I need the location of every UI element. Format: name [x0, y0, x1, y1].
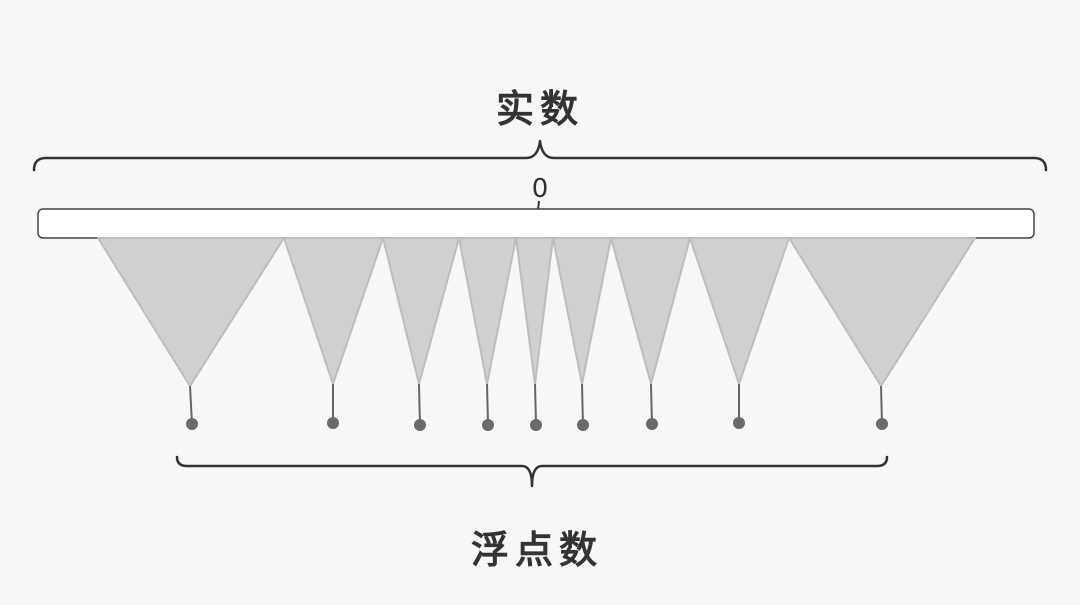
real-numbers-brace [32, 139, 1048, 172]
rounding-funnels [97, 237, 976, 431]
rounding-funnel-8 [689, 237, 790, 385]
float-point-9 [876, 418, 888, 430]
float-point-7 [646, 418, 658, 430]
rounding-funnel-6 [552, 237, 612, 385]
floating-point-numbers-label: 浮点数 [471, 528, 603, 572]
rounding-funnel-5 [515, 237, 554, 385]
funnel-stem-9 [880, 385, 883, 425]
float-point-6 [577, 419, 589, 431]
float-point-4 [482, 419, 494, 431]
rounding-funnel-1 [97, 237, 285, 387]
float-point-8 [733, 417, 745, 429]
real-number-line [37, 208, 1035, 239]
funnel-stem-4 [486, 383, 489, 426]
funnel-stem-1 [189, 385, 193, 425]
rounding-funnel-4 [458, 237, 517, 385]
rounding-funnel-2 [283, 237, 384, 385]
funnel-stem-5 [534, 383, 537, 426]
rounding-funnel-3 [382, 237, 460, 385]
float-point-3 [414, 419, 426, 431]
funnel-stem-7 [650, 383, 653, 425]
float-point-5 [530, 419, 542, 431]
rounding-funnel-7 [610, 237, 691, 385]
float-point-2 [327, 417, 339, 429]
real-numbers-label: 实数 [496, 87, 584, 131]
rounding-funnel-9 [788, 237, 976, 387]
zero-label: 0 [532, 174, 549, 204]
funnel-stem-6 [581, 383, 584, 426]
float-numbers-brace [175, 455, 889, 488]
float-point-1 [186, 418, 198, 430]
funnel-stem-3 [418, 383, 421, 426]
